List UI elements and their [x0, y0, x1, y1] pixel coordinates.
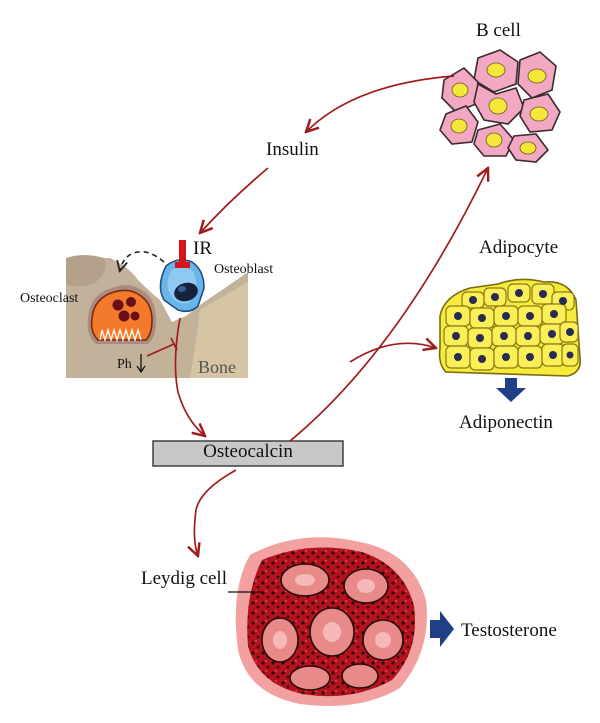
testosterone-block-arrow — [430, 611, 454, 647]
adiponectin-block-arrow — [496, 378, 526, 402]
leydig-cell-label: Leydig cell — [141, 568, 227, 589]
ir-label: IR — [193, 238, 212, 259]
osteoclast-recruitment-arrow — [120, 250, 165, 270]
adiponectin-label: Adiponectin — [459, 412, 553, 433]
adipocyte-label: Adipocyte — [479, 237, 559, 258]
pathway-arrows — [146, 75, 488, 556]
osteocalcin-label: Osteocalcin — [203, 441, 293, 462]
bone-scene — [66, 240, 248, 378]
ph-label: Ph — [117, 357, 132, 372]
arrow-osteocalcin-to-leydig — [194, 469, 237, 556]
insulin-label: Insulin — [266, 139, 319, 160]
ph-down-arrow — [136, 354, 146, 374]
testosterone-label: Testosterone — [461, 620, 557, 641]
arrow-to-adipocyte — [349, 343, 436, 363]
arrow-bcell-to-insulin — [306, 75, 455, 132]
b-cell-label: B cell — [476, 20, 521, 41]
bone-label: Bone — [198, 357, 236, 377]
inhibition-bar — [170, 337, 178, 351]
osteoclast-cell — [87, 285, 156, 344]
testis-section — [228, 537, 427, 706]
insulin-receptor — [175, 240, 190, 268]
osteoblast-cell — [159, 258, 205, 313]
beta-cell-cluster — [439, 49, 561, 163]
adipocyte-cluster — [438, 278, 582, 377]
arrow-insulin-to-receptor — [200, 167, 269, 233]
osteoblast-label: Osteoblast — [214, 262, 274, 277]
osteoclast-label: Osteoclast — [20, 291, 79, 306]
inhibition-osteoclast-to-osteocalcin — [146, 343, 175, 357]
osteocalcin-box — [152, 440, 344, 467]
arrow-osteoblast-to-osteocalcin — [174, 317, 205, 436]
arrow-osteocalcin-to-bcell — [289, 168, 488, 442]
